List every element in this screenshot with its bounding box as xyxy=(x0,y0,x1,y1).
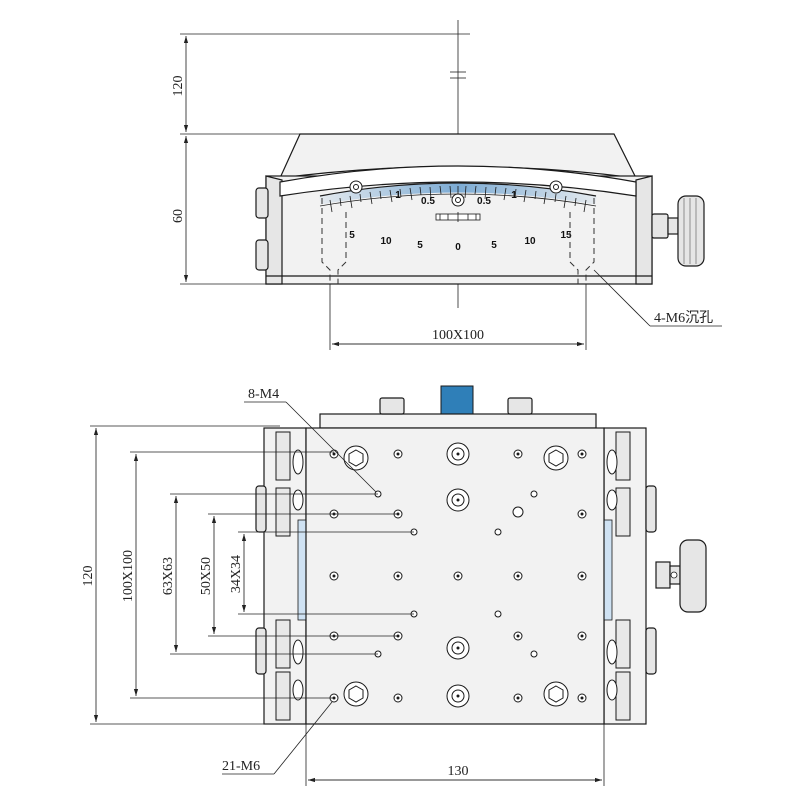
dim-total-120: 120 xyxy=(81,566,96,587)
callout-21-m6: 21-M6 xyxy=(222,759,260,774)
m6-holes xyxy=(329,449,587,703)
scale-label-lower-2: 10 xyxy=(380,236,392,247)
adjust-knob-top-icon[interactable] xyxy=(655,539,707,613)
scale-ticks xyxy=(329,185,587,213)
dim-63x63: 63X63 xyxy=(161,557,176,595)
arc-scale xyxy=(279,165,637,197)
callout-8-m4: 8-M4 xyxy=(248,387,279,402)
adjust-knob-icon[interactable] xyxy=(651,195,705,267)
dim-100x100: 100X100 xyxy=(121,550,136,602)
scale-label-lower-6: 10 xyxy=(524,236,536,247)
scale-label-lower-1: 5 xyxy=(349,230,355,241)
scale-label-upper-right-1: 1 xyxy=(511,190,517,201)
dim-width-100x100: 100X100 xyxy=(432,328,484,343)
dim-height-120: 120 xyxy=(171,76,186,97)
scale-label-lower-3: 5 xyxy=(417,240,423,251)
top-view: 120 100X100 63X63 50X50 34X34 130 8-M4 2… xyxy=(81,385,707,786)
center-holes xyxy=(446,442,470,708)
scale-label-upper-right-05: 0.5 xyxy=(477,196,491,207)
scale-label-lower-5: 5 xyxy=(491,240,497,251)
accent-block xyxy=(440,385,474,417)
scale-label-upper-left-05: 0.5 xyxy=(421,196,435,207)
dim-width-130: 130 xyxy=(448,764,469,779)
m4-holes xyxy=(374,490,538,658)
scale-label-lower-4: 0 xyxy=(455,242,461,253)
scale-label-lower-7: 15 xyxy=(560,230,572,241)
side-view: 120 60 xyxy=(171,20,722,350)
dim-height-60: 60 xyxy=(171,209,186,223)
callout-4-m6: 4-M6沉孔 xyxy=(654,310,713,326)
scale-label-upper-left-1: 1 xyxy=(395,190,401,201)
dim-34x34: 34X34 xyxy=(229,555,244,593)
dim-50x50: 50X50 xyxy=(199,557,214,595)
hex-screw-icon xyxy=(343,445,569,707)
